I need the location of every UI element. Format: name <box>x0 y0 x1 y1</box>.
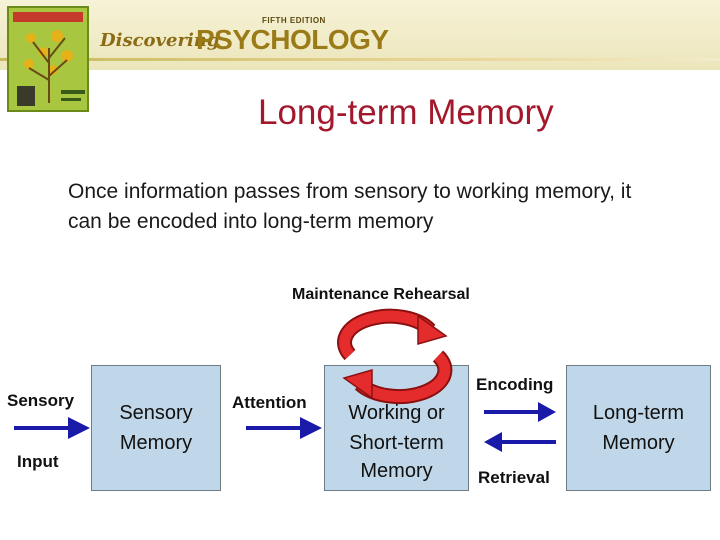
encoding-arrow <box>484 402 556 422</box>
attention-label: Attention <box>232 393 307 412</box>
long-term-memory-box: Long-term Memory <box>566 365 711 491</box>
sensory-memory-box: Sensory Memory <box>91 365 221 491</box>
encoding-label: Encoding <box>476 375 554 394</box>
long-term-memory-line1: Long-term <box>592 402 685 424</box>
sensory-input-arrow <box>14 417 90 439</box>
edition-label: FIFTH EDITION <box>262 16 326 25</box>
working-memory-line1: Working or <box>348 402 445 424</box>
input-label: Input <box>17 452 59 471</box>
retrieval-arrow <box>484 432 556 452</box>
sensory-label: Sensory <box>7 391 75 410</box>
header-rule <box>0 58 720 61</box>
cover-figure <box>17 86 35 106</box>
textbook-cover-art <box>9 8 87 110</box>
attention-arrow <box>246 417 322 439</box>
working-memory-line3: Memory <box>360 460 433 482</box>
sensory-memory-line1: Sensory <box>119 402 193 424</box>
maintenance-rehearsal-arrows <box>337 308 453 404</box>
maintenance-rehearsal-label: Maintenance Rehearsal <box>292 286 470 303</box>
working-memory-line2: Short-term <box>349 432 444 454</box>
logo-discovering: Discovering <box>100 30 220 51</box>
slide-title: Long-term Memory <box>258 93 554 132</box>
long-term-memory-line2: Memory <box>602 432 675 454</box>
cover-title-band <box>13 12 83 22</box>
textbook-cover-image <box>7 6 89 112</box>
logo-psychology: PSYCHOLOGY <box>196 24 389 55</box>
sensory-memory-line2: Memory <box>119 432 193 454</box>
retrieval-label: Retrieval <box>478 468 550 487</box>
intro-text: Once information passes from sensory to … <box>68 180 632 233</box>
